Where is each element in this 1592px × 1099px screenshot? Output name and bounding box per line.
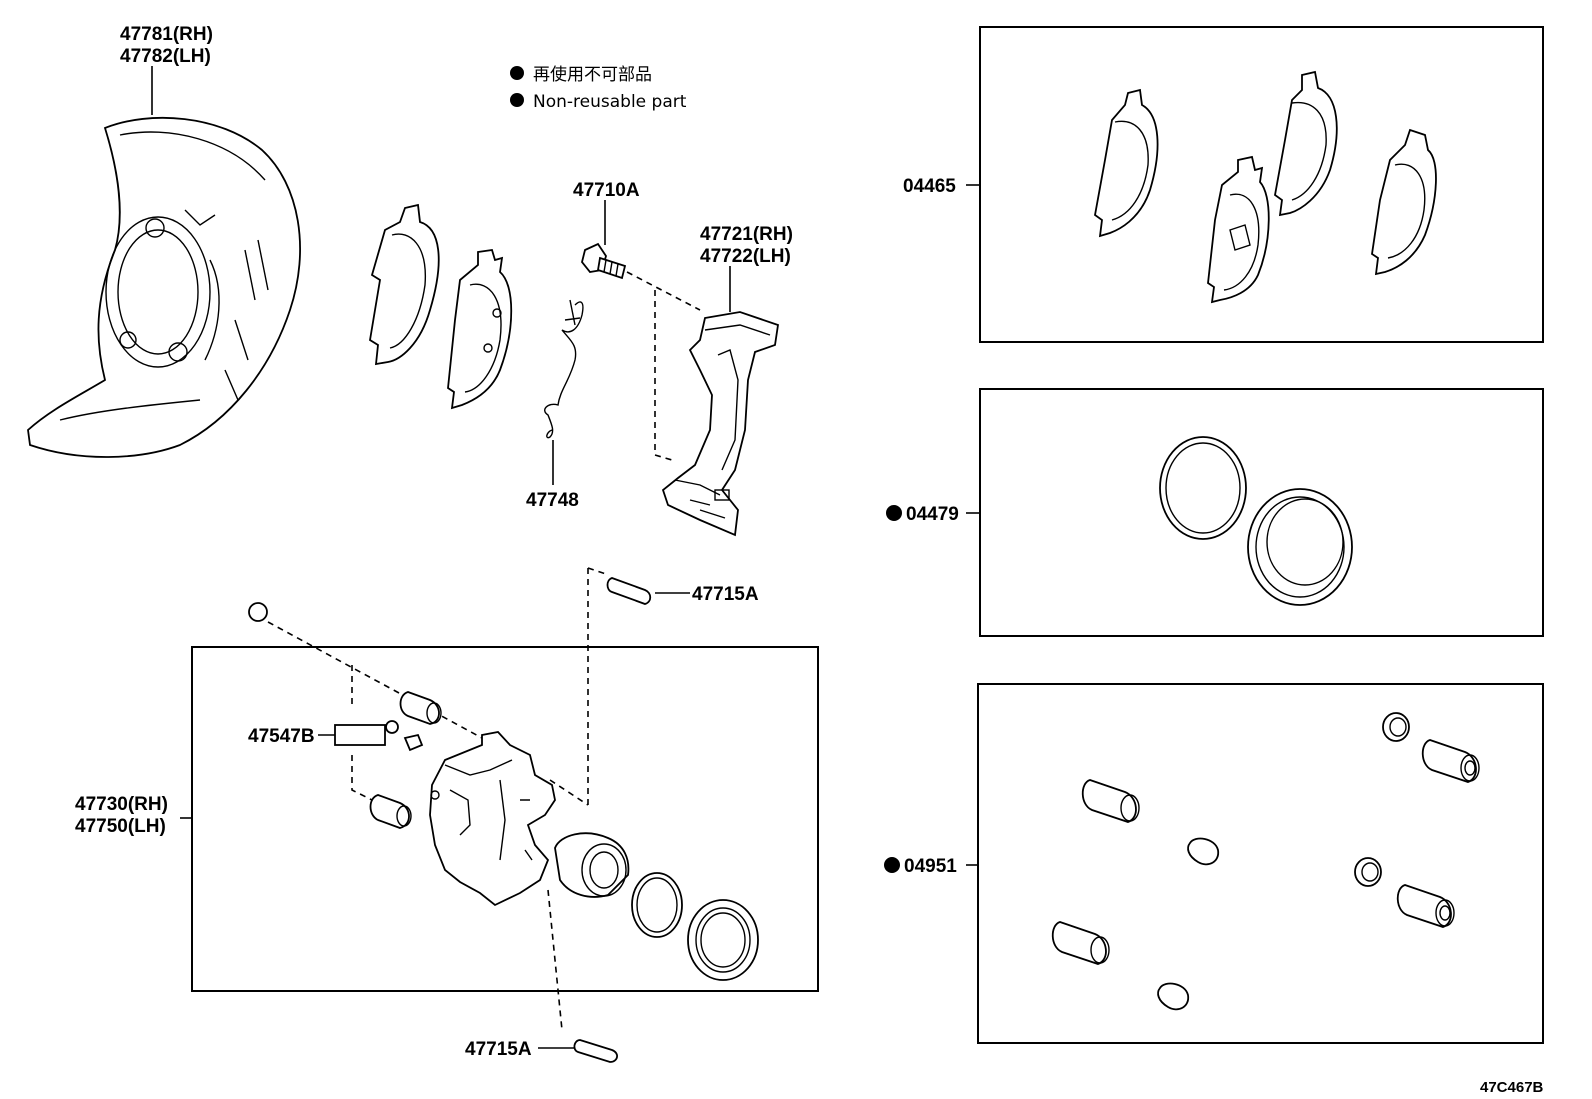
label-47781: 47781(RH)	[120, 24, 213, 45]
wire-drawing	[544, 301, 584, 439]
bushing-lower-drawing	[369, 794, 410, 829]
caliper-mounting: 47721(RH) 47722(LH)	[661, 224, 793, 537]
mounting-drawing	[661, 311, 780, 537]
brake-pads	[369, 203, 513, 410]
pad-outer-drawing	[369, 203, 440, 366]
caliper-body-drawing	[429, 731, 556, 907]
slide-pin-top-drawing	[606, 577, 652, 605]
bushing-upper-drawing	[399, 691, 440, 725]
legend-english: Non-reusable part	[533, 92, 687, 112]
slide-pin-bottom-drawing	[573, 1039, 618, 1063]
label-47710a: 47710A	[573, 180, 640, 201]
slide-pin-top: 47715A	[587, 567, 759, 805]
label-47715a-bottom: 47715A	[465, 1039, 532, 1060]
label-47748: 47748	[526, 490, 579, 511]
label-47730: 47730(RH)	[75, 794, 168, 815]
boot-kit-04951: 04951	[884, 683, 1544, 1044]
label-47722: 47722(LH)	[700, 246, 791, 267]
wear-wire-47748: 47748	[526, 299, 584, 511]
piston-seal-drawing	[631, 872, 683, 938]
dust-shield-drawing	[27, 116, 301, 458]
seal-kit-box	[979, 388, 1544, 637]
pad-kit-box	[979, 26, 1544, 343]
label-04465: 04465	[903, 176, 956, 197]
bolt-47710a: 47710A	[573, 180, 701, 461]
caliper-assembly: 47730(RH) 47750(LH) 47547B	[75, 602, 759, 981]
dust-shield: 47781(RH) 47782(LH)	[27, 24, 301, 458]
bleeder-cap-drawing	[248, 602, 268, 622]
slide-pin-bottom: 47715A	[465, 889, 618, 1063]
label-47715a-top: 47715A	[692, 584, 759, 605]
pad-kit-04465: 04465	[903, 26, 1544, 343]
label-04951: 04951	[904, 856, 957, 877]
piston-boot-drawing	[687, 899, 759, 981]
label-47721: 47721(RH)	[700, 224, 793, 245]
non-reusable-dot-icon	[510, 66, 524, 80]
label-47547b: 47547B	[248, 726, 315, 747]
label-47750: 47750(LH)	[75, 816, 166, 837]
piston-drawing	[554, 832, 630, 898]
legend: 再使用不可部品 Non-reusable part	[510, 64, 687, 112]
legend-japanese: 再使用不可部品	[533, 64, 652, 85]
seal-kit-non-reusable-icon	[886, 505, 902, 521]
seal-kit-04479: 04479	[886, 388, 1544, 637]
caliper-assembly-box	[191, 646, 819, 992]
label-04479: 04479	[906, 504, 959, 525]
label-47782: 47782(LH)	[120, 46, 211, 67]
diagram-code: 47C467B	[1480, 1079, 1544, 1096]
non-reusable-dot-icon	[510, 93, 524, 107]
boot-kit-non-reusable-icon	[884, 857, 900, 873]
boot-kit-box	[977, 683, 1544, 1044]
bleeder-box	[334, 724, 386, 746]
pad-inner-drawing	[447, 248, 513, 410]
